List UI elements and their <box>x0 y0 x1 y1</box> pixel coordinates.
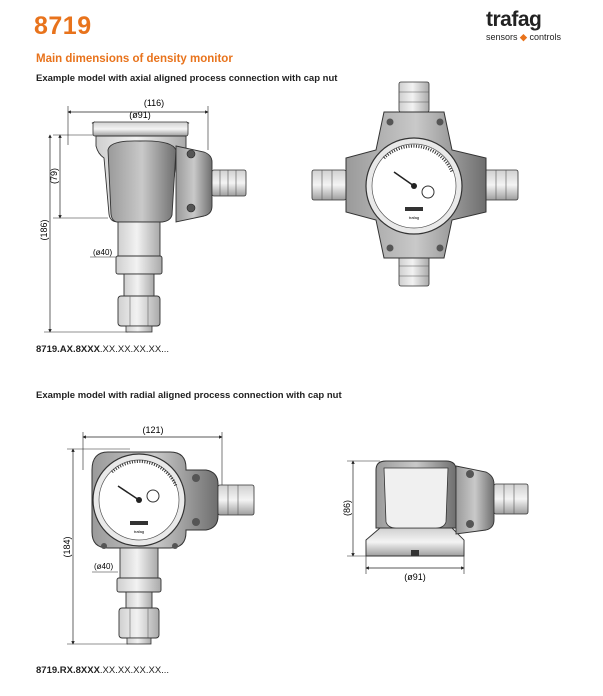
caption-radial: Example model with radial aligned proces… <box>36 390 342 401</box>
dim-stem-axial: (ø40) <box>93 248 112 257</box>
dim-diameter-axial: (ø91) <box>129 110 151 120</box>
dim-side-height-radial: (86) <box>342 500 352 516</box>
model-code-axial: 8719.AX.8XXX.XX.XX.XX.XX... <box>36 344 170 355</box>
drawing-axial-side: (116) (ø91) (79) (186) (ø40) <box>39 98 247 333</box>
drawing-radial-side: (86) (ø91) <box>342 460 529 582</box>
product-number: 8719 <box>34 12 92 40</box>
dim-width-radial: (121) <box>142 425 163 435</box>
dim-stem-radial: (ø40) <box>94 562 113 571</box>
drawing-radial-front: (121) (184) (ø40) trafag <box>62 425 255 645</box>
caption-axial: Example model with axial aligned process… <box>36 73 338 84</box>
trafag-logo: trafag sensors ◆ controls <box>486 8 572 46</box>
model-code-radial: 8719.RX.8XXX.XX.XX.XX.XX... <box>36 665 170 676</box>
dim-height-upper-axial: (79) <box>49 168 59 184</box>
dial-brand-axial: trafag <box>409 215 419 220</box>
dim-width-axial: (116) <box>144 98 164 108</box>
section-title: Main dimensions of density monitor <box>36 53 233 65</box>
dim-height-total-axial: (186) <box>39 219 49 240</box>
dim-height-total-radial: (184) <box>62 536 72 557</box>
dim-side-diameter-radial: (ø91) <box>404 572 426 582</box>
logo-wordmark: trafag <box>486 8 542 31</box>
drawing-axial-front: trafag <box>311 81 519 287</box>
dial-brand-radial: trafag <box>134 529 144 534</box>
logo-tagline: sensors ◆ controls <box>486 32 561 42</box>
